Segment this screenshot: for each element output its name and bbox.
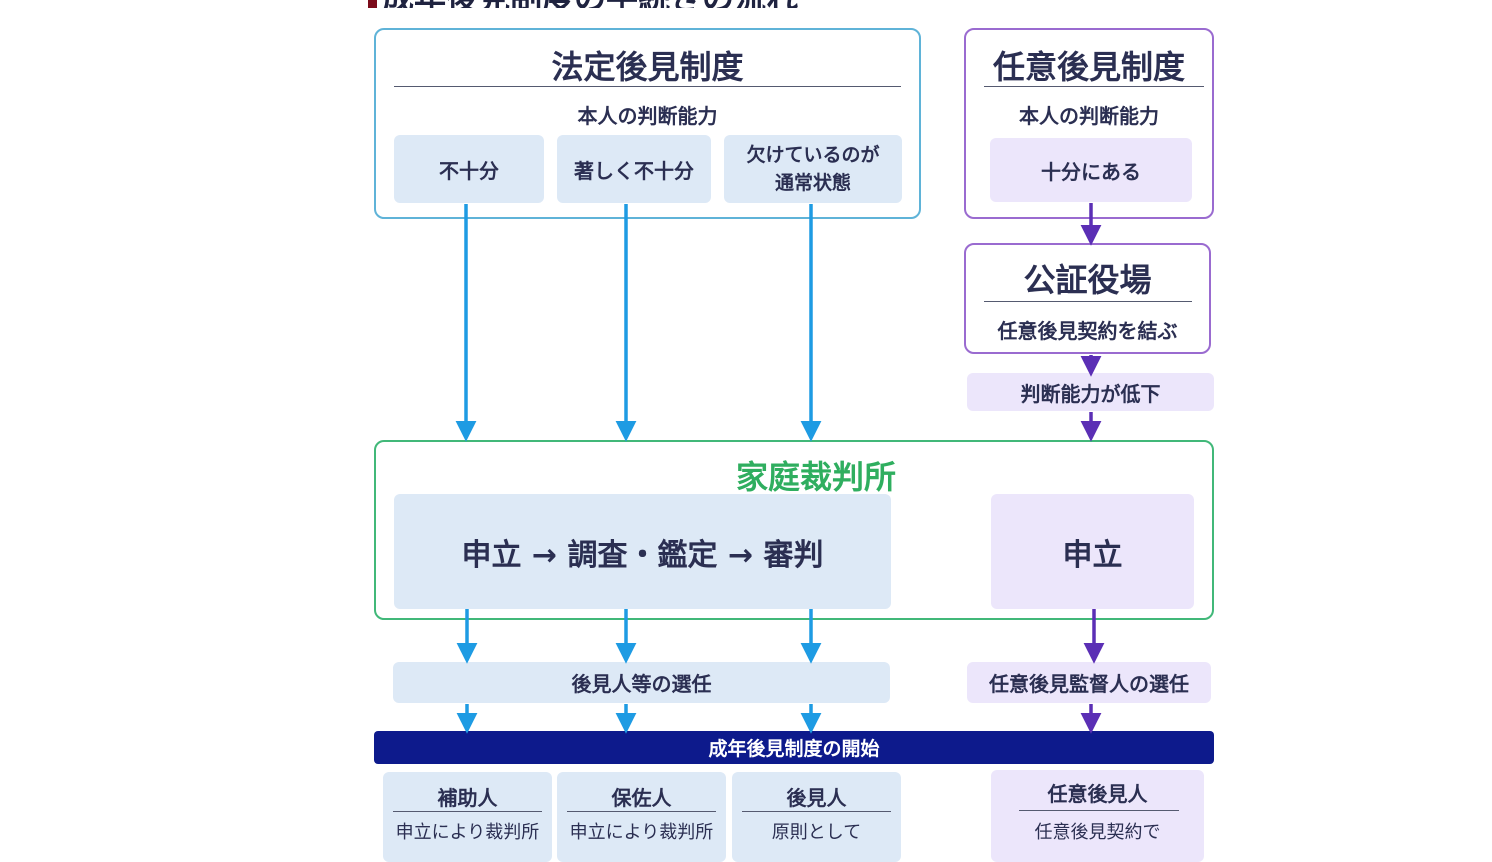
voluntary-court-petition: 申立 bbox=[991, 494, 1194, 609]
voluntary-guardianship-box: 任意後見制度 本人の判断能力 十分にある bbox=[964, 28, 1214, 219]
role-description: 任意後見契約で bbox=[1034, 822, 1161, 843]
role-divider bbox=[1019, 810, 1179, 811]
role-description: 申立により裁判所 bbox=[569, 822, 714, 843]
role-title: 補助人 bbox=[437, 786, 498, 810]
role-title: 後見人 bbox=[786, 786, 847, 810]
role-title: 任意後見人 bbox=[1047, 782, 1148, 806]
role-divider bbox=[567, 811, 716, 812]
notary-title: 公証役場 bbox=[1023, 261, 1152, 299]
legal-title: 法定後見制度 bbox=[551, 48, 744, 86]
role-divider bbox=[742, 811, 891, 812]
voluntary-divider bbox=[984, 86, 1204, 87]
flow-arrows bbox=[455, 203, 1105, 734]
level-sufficient: 十分にある bbox=[990, 138, 1192, 202]
notary-divider bbox=[984, 301, 1192, 302]
legal-subtitle: 本人の判断能力 bbox=[577, 104, 718, 128]
capacity-decline-chip: 判断能力が低下 bbox=[967, 373, 1214, 411]
page-title-area: 成年後見制度の手続きの流れ bbox=[368, 0, 928, 8]
court-title: 家庭裁判所 bbox=[735, 458, 896, 496]
family-court-box: 家庭裁判所 申立 → 調査・鑑定 → 審判 申立 bbox=[374, 440, 1214, 620]
notary-office-box: 公証役場 任意後見契約を結ぶ bbox=[964, 243, 1211, 354]
role-divider bbox=[393, 811, 542, 812]
role-title: 保佐人 bbox=[611, 786, 672, 810]
level-insufficient: 不十分 bbox=[394, 135, 544, 203]
level-lacking: 欠けているのが 通常状態 bbox=[724, 135, 902, 203]
voluntary-subtitle: 本人の判断能力 bbox=[1019, 104, 1159, 128]
legal-court-process: 申立 → 調査・鑑定 → 審判 bbox=[394, 494, 891, 609]
legal-divider bbox=[394, 86, 901, 87]
page-title: 成年後見制度の手続きの流れ bbox=[382, 0, 798, 8]
role-description: 申立により裁判所 bbox=[395, 822, 540, 843]
start-banner: 成年後見制度の開始 bbox=[374, 731, 1214, 764]
level-significantly-insufficient: 著しく不十分 bbox=[557, 135, 711, 203]
voluntary-title: 任意後見制度 bbox=[992, 48, 1185, 86]
notary-subtitle: 任意後見契約を結ぶ bbox=[997, 319, 1178, 343]
role-description: 原則として bbox=[771, 822, 862, 843]
legal-guardianship-box: 法定後見制度 本人の判断能力 不十分 著しく不十分 欠けているのが 通常状態 bbox=[374, 28, 921, 219]
title-accent-mark bbox=[368, 0, 377, 8]
guardian-selection-chip: 後見人等の選任 bbox=[393, 662, 890, 703]
supervisor-selection-chip: 任意後見監督人の選任 bbox=[967, 662, 1211, 703]
